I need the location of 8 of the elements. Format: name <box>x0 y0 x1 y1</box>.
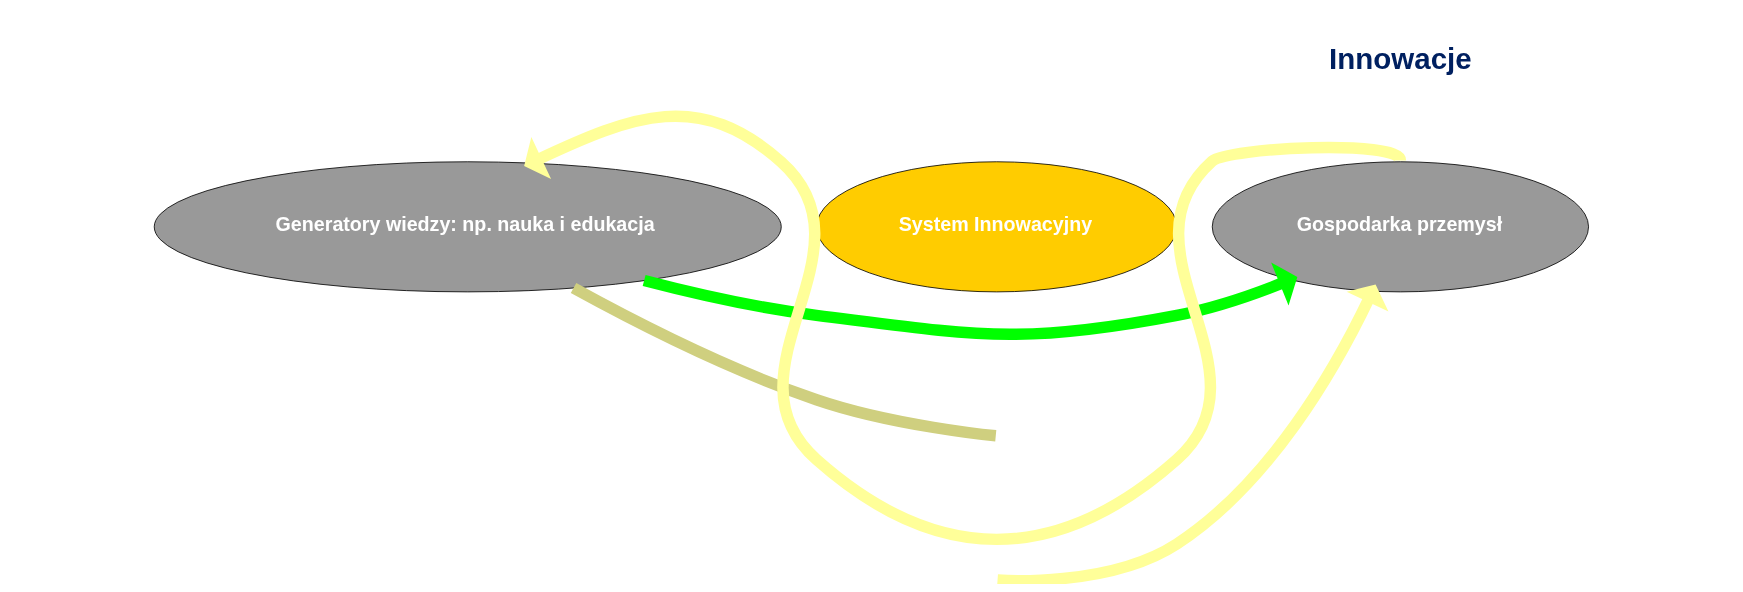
node-ellipse: Generatory wiedzy: np. nauka i edukacja <box>153 161 782 293</box>
connector <box>570 283 997 442</box>
node-ellipse: Gospodarka przemysł <box>1211 161 1589 293</box>
arrow <box>997 284 1389 584</box>
node-ellipse: System Innowacyjny <box>816 161 1178 293</box>
arrow <box>524 110 1404 545</box>
arrow <box>642 262 1298 340</box>
label: Innowacje <box>1329 42 1472 76</box>
